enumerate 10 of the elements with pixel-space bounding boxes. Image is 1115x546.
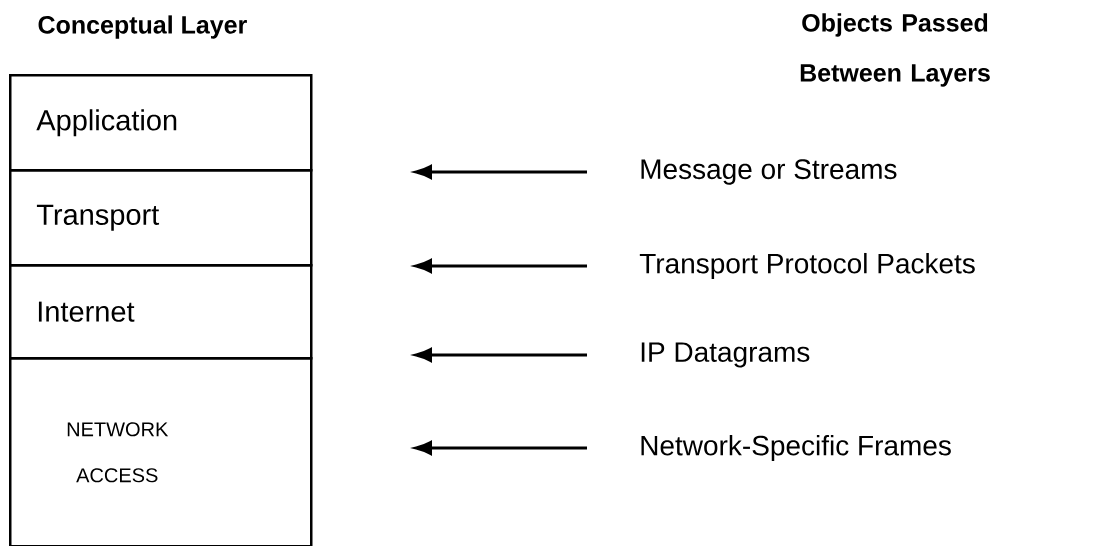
object-label: IP Datagrams	[641, 342, 810, 368]
object-label: Transport Protocol Packets	[639, 252, 975, 280]
object-label: Network-Specific Frames	[641, 434, 951, 462]
layer-box: Transport	[9, 169, 313, 267]
heading: Objects Passed Between Layers	[800, 13, 990, 87]
layer-box: NETWORK ACCESS	[9, 357, 313, 546]
layer-box: Internet	[9, 264, 313, 360]
object-label: Message or Streams	[641, 159, 897, 185]
layer-box: Application	[9, 74, 313, 172]
heading: Conceptual Layer	[38, 15, 247, 39]
